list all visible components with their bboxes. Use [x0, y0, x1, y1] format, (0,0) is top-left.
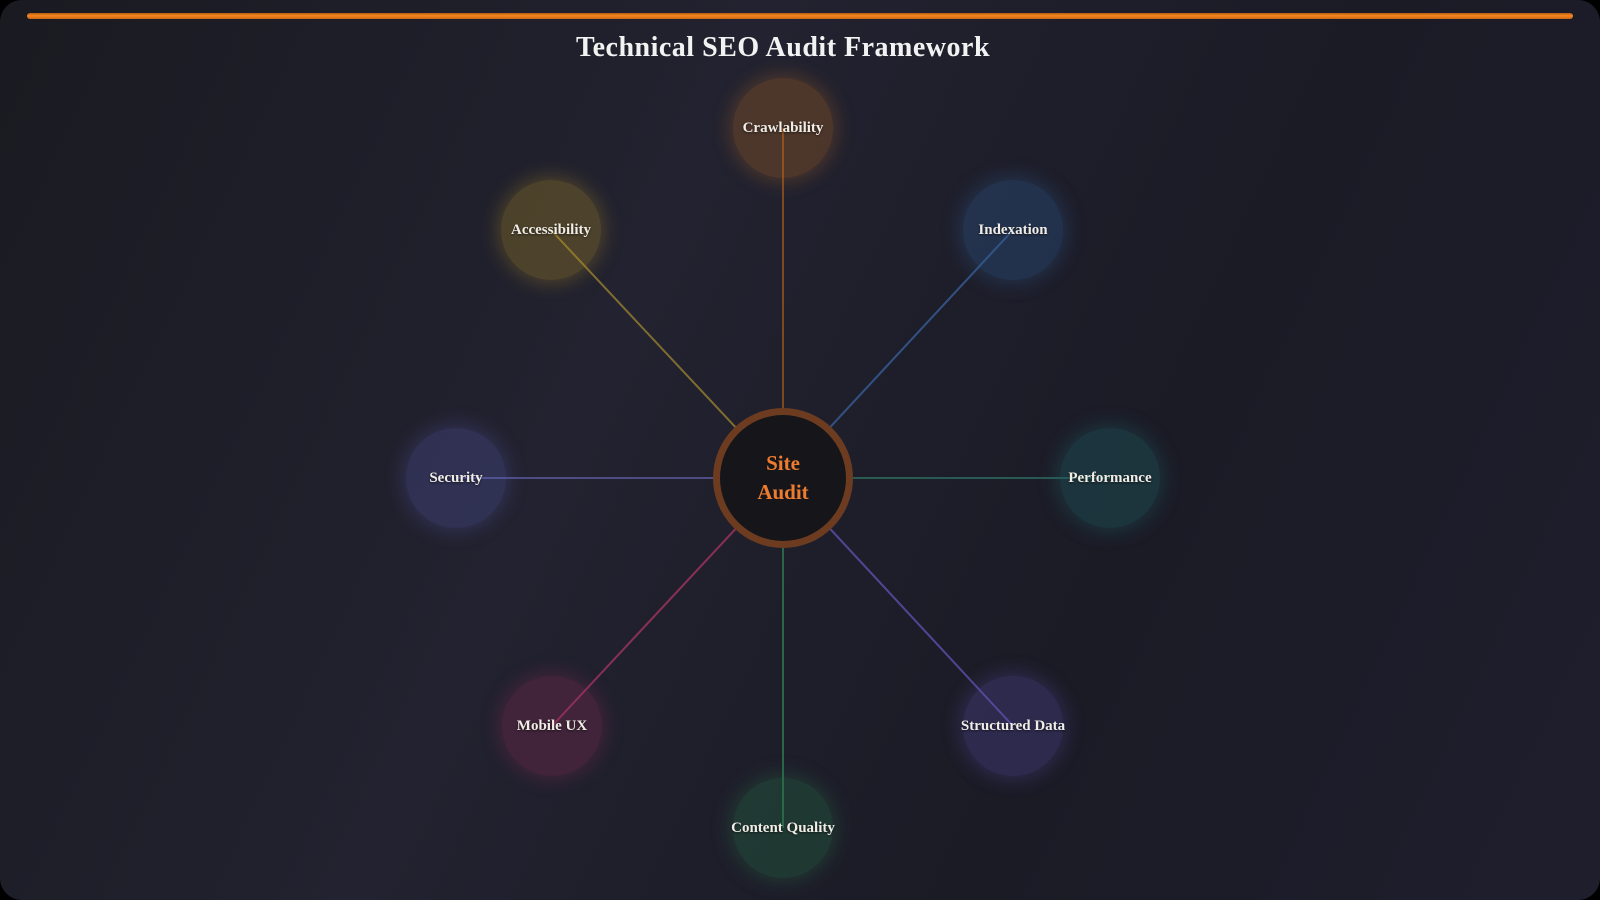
node-security: Security — [406, 428, 506, 528]
node-crawlability: Crawlability — [733, 78, 833, 178]
node-structured-data: Structured Data — [960, 676, 1066, 776]
node-label-mobile-ux: Mobile UX — [516, 717, 588, 734]
node-label-crawlability: Crawlability — [742, 119, 824, 136]
node-label-indexation: Indexation — [978, 221, 1048, 238]
center-node-label-line-1: Site — [766, 450, 800, 475]
top-accent-bar — [27, 13, 1573, 19]
node-indexation: Indexation — [963, 180, 1063, 280]
node-mobile-ux: Mobile UX — [502, 676, 602, 776]
node-performance: Performance — [1060, 428, 1160, 528]
node-label-structured-data: Structured Data — [960, 717, 1066, 734]
node-label-content-quality: Content Quality — [731, 819, 835, 836]
node-content-quality: Content Quality — [731, 778, 835, 878]
node-label-performance: Performance — [1068, 469, 1152, 486]
node-label-security: Security — [429, 469, 483, 486]
node-site-audit: Site Audit — [713, 408, 853, 548]
node-label-accessibility: Accessibility — [511, 221, 591, 238]
node-accessibility: Accessibility — [501, 180, 601, 280]
center-node-label-line-2: Audit — [757, 480, 809, 504]
page-title: Technical SEO Audit Framework — [575, 32, 991, 63]
